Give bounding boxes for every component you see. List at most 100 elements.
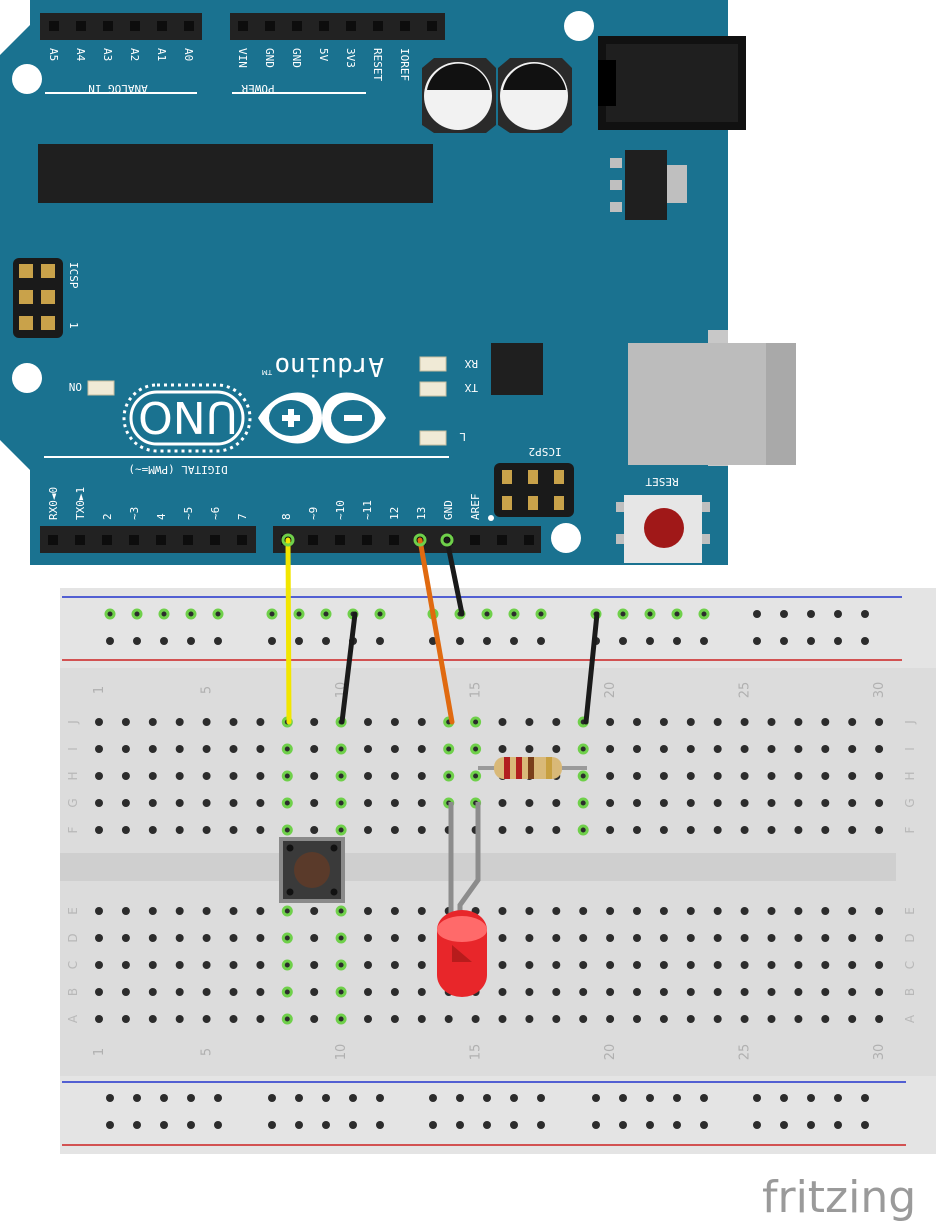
header-socket: [102, 535, 112, 545]
breadboard-hole: [713, 745, 722, 753]
breadboard-hole: [202, 718, 211, 726]
breadboard-hole: [577, 770, 589, 782]
mount-hole: [12, 64, 42, 94]
breadboard-hole: [659, 772, 668, 780]
rail-hole: [293, 608, 305, 620]
voltage-regulator: [610, 150, 687, 220]
breadboard-hole: [121, 718, 130, 726]
pin-label: IOREF: [398, 48, 411, 81]
breadboard-hole: [525, 907, 534, 915]
microcontroller-chip: [38, 144, 433, 203]
breadboard-hole: [498, 1015, 507, 1023]
rail-hole: [322, 1094, 330, 1102]
breadboard-hole: [148, 718, 157, 726]
row-letter: A: [903, 1014, 917, 1023]
breadboard-hole: [256, 718, 265, 726]
rail-hole: [295, 1094, 303, 1102]
wire-end: [440, 533, 454, 547]
breadboard-hole: [821, 1015, 830, 1023]
breadboard-hole: [740, 961, 749, 969]
rail-hole: [133, 1121, 141, 1129]
reset-button[interactable]: [616, 495, 710, 563]
breadboard-hole: [740, 826, 749, 834]
breadboard-hole: [848, 907, 857, 915]
breadboard-hole: [686, 988, 695, 996]
header-socket: [157, 21, 167, 31]
breadboard-hole: [633, 718, 641, 726]
row-letter: H: [903, 771, 917, 780]
rail-hole: [131, 608, 143, 620]
header-socket: [497, 535, 507, 545]
rail-hole: [646, 1121, 654, 1129]
breadboard-hole: [633, 988, 641, 996]
breadboard-hole: [364, 988, 372, 996]
row-letter: J: [903, 720, 917, 725]
column-number: 10: [334, 1044, 349, 1061]
breadboard-hole: [767, 1015, 776, 1023]
breadboard-hole: [310, 826, 319, 834]
rail-hole: [187, 1094, 195, 1102]
icsp-label: ICSP: [67, 262, 80, 289]
breadboard-hole: [659, 934, 668, 942]
rail-hole: [268, 1094, 276, 1102]
mount-hole: [551, 523, 581, 553]
header-socket: [470, 535, 480, 545]
rail-hole: [807, 610, 815, 618]
breadboard-hole: [148, 799, 157, 807]
breadboard-hole: [552, 907, 561, 915]
breadboard-hole: [310, 961, 319, 969]
icsp2-dot: [488, 515, 494, 521]
pin-label: ~10: [334, 500, 347, 520]
header-socket: [389, 535, 399, 545]
breadboard-hole: [552, 988, 561, 996]
rail-hole: [537, 1121, 545, 1129]
rail-hole: [753, 610, 761, 618]
usb-chip: [491, 343, 543, 395]
breadboard-hole: [848, 718, 857, 726]
header-socket: [156, 535, 166, 545]
fritzing-watermark: fritzing: [762, 1172, 916, 1223]
breadboard-hole: [659, 799, 668, 807]
breadboard-hole: [821, 772, 830, 780]
breadboard-hole: [310, 772, 319, 780]
breadboard-hole: [281, 743, 293, 755]
breadboard-hole: [633, 745, 641, 753]
row-letter: I: [903, 747, 917, 751]
rail-hole: [349, 1121, 357, 1129]
wire-end: [281, 533, 295, 547]
breadboard-hole: [364, 772, 372, 780]
breadboard-hole: [229, 961, 238, 969]
breadboard-hole: [875, 934, 884, 942]
wire-pin8: [285, 537, 292, 725]
breadboard-hole: [95, 826, 103, 834]
breadboard-hole: [713, 799, 722, 807]
breadboard-hole: [794, 988, 803, 996]
breadboard-hole: [281, 905, 293, 917]
column-number: 20: [603, 682, 618, 699]
breadboard-hole: [471, 1015, 480, 1023]
rail-hole: [322, 1121, 330, 1129]
rail-hole: [535, 608, 547, 620]
breadboard-hole: [95, 1015, 103, 1023]
breadboard-hole: [121, 745, 130, 753]
breadboard-hole: [606, 745, 615, 753]
breadboard-hole: [767, 907, 776, 915]
breadboard-hole: [335, 932, 347, 944]
breadboard-hole: [552, 934, 561, 942]
breadboard-hole: [364, 745, 372, 753]
breadboard-hole: [335, 797, 347, 809]
led-on-label: ON: [69, 380, 82, 393]
breadboard-hole: [848, 799, 857, 807]
rail-hole: [700, 1094, 708, 1102]
rail-hole: [671, 608, 683, 620]
breadboard-hole: [443, 770, 455, 782]
header-socket: [373, 21, 383, 31]
pushbutton[interactable]: [279, 837, 345, 903]
breadboard-hole: [417, 718, 426, 726]
breadboard-hole: [794, 799, 803, 807]
breadboard-hole: [121, 826, 130, 834]
rail-hole: [374, 608, 386, 620]
rail-hole: [753, 1121, 761, 1129]
breadboard-hole: [121, 799, 130, 807]
breadboard-hole: [390, 745, 399, 753]
